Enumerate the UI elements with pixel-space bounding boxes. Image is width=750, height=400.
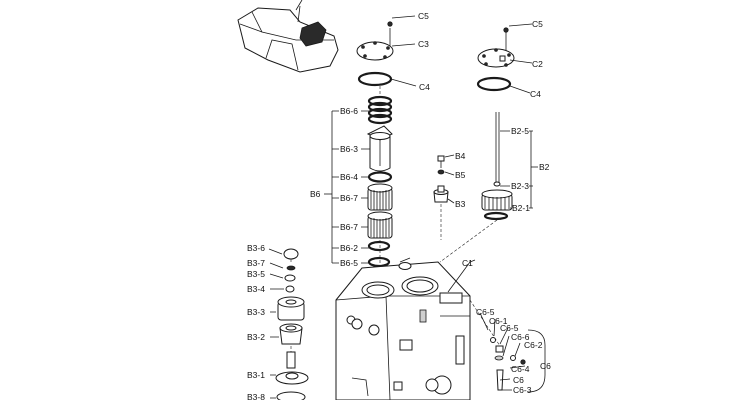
label-c2: C2 bbox=[532, 59, 543, 69]
label-b3-8: B3-8 bbox=[247, 392, 265, 400]
label-c6-5a: C6-5 bbox=[476, 307, 495, 317]
label-b3-6: B3-6 bbox=[247, 243, 265, 253]
label-b6-4: B6-4 bbox=[340, 172, 358, 182]
label-c6-6: C6-6 bbox=[511, 332, 530, 342]
right-cover-assembly bbox=[476, 23, 533, 94]
label-b3-5: B3-5 bbox=[247, 269, 265, 279]
label-b3-3: B3-3 bbox=[247, 307, 265, 317]
c6-parts-group bbox=[455, 312, 546, 393]
label-b6-5: B6-5 bbox=[340, 258, 358, 268]
b3-b4-b5-parts bbox=[433, 154, 455, 240]
label-c6-big: C6 bbox=[540, 361, 551, 371]
label-b3-2: B3-2 bbox=[247, 332, 265, 342]
label-b2-5: B2-5 bbox=[511, 126, 529, 136]
label-b6-2: B6-2 bbox=[340, 243, 358, 253]
label-b5: B5 bbox=[455, 170, 466, 180]
callout-labels: C5 C3 C4 C5 C2 C4 B6-6 B6-3 B6-4 B6 B6-7… bbox=[247, 11, 551, 400]
label-b6: B6 bbox=[310, 189, 321, 199]
label-b3-1: B3-1 bbox=[247, 370, 265, 380]
label-b3-4: B3-4 bbox=[247, 284, 265, 294]
label-c6-2: C6-2 bbox=[524, 340, 543, 350]
label-c6-5b: C6-5 bbox=[500, 323, 519, 333]
label-c4-left: C4 bbox=[419, 82, 430, 92]
label-c3: C3 bbox=[418, 39, 429, 49]
b6-filter-stack bbox=[324, 86, 393, 282]
label-c4-right: C4 bbox=[530, 89, 541, 99]
label-b2-3: B2-3 bbox=[511, 181, 529, 191]
tank-body-c1 bbox=[335, 257, 501, 400]
label-c6-4: C6-4 bbox=[511, 364, 530, 374]
label-c6: C6 bbox=[513, 375, 524, 385]
machine-locator-thumbnail bbox=[237, 0, 339, 73]
label-c5-left: C5 bbox=[418, 11, 429, 21]
label-c5-right: C5 bbox=[532, 19, 543, 29]
label-c6-3: C6-3 bbox=[513, 385, 532, 395]
b3-left-parts bbox=[268, 248, 309, 400]
tank-highlight-icon bbox=[299, 21, 327, 47]
label-b6-7b: B6-7 bbox=[340, 222, 358, 232]
b2-filter-assembly bbox=[439, 112, 538, 263]
label-b6-7a: B6-7 bbox=[340, 193, 358, 203]
label-b3: B3 bbox=[455, 199, 466, 209]
left-cover-assembly bbox=[356, 15, 417, 87]
label-b3-7: B3-7 bbox=[247, 258, 265, 268]
label-c6-1: C6-1 bbox=[489, 316, 508, 326]
label-b6-6: B6-6 bbox=[340, 106, 358, 116]
label-b2: B2 bbox=[539, 162, 550, 172]
label-b2-1: B2-1 bbox=[512, 203, 530, 213]
label-b6-3: B6-3 bbox=[340, 144, 358, 154]
label-b4: B4 bbox=[455, 151, 466, 161]
label-c1: C1 bbox=[462, 258, 473, 268]
